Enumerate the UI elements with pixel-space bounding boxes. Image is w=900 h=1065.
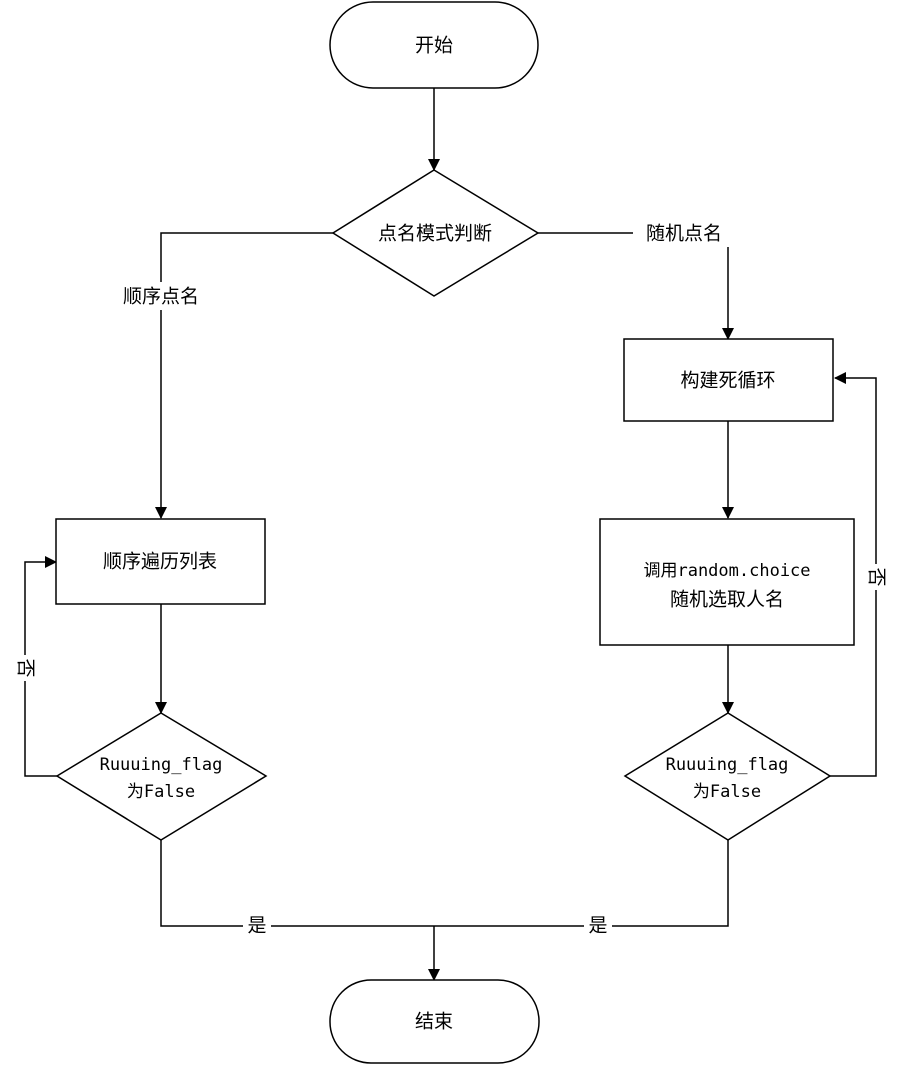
random-check-node <box>623 712 832 841</box>
end-node <box>329 979 540 1064</box>
left-yes-label: 是 <box>247 915 266 937</box>
mode-decision-node <box>331 169 540 297</box>
sequential-loop-node <box>55 518 266 605</box>
left-no-label: 否 <box>15 658 37 677</box>
sequential-branch-label: 顺序点名 <box>123 286 199 308</box>
random-choice-label-line2: 随机选取人名 <box>670 589 784 611</box>
start-node <box>329 1 539 89</box>
random-check-label-line1: Ruuuing_flag <box>666 755 789 775</box>
right-no-label-bg <box>865 564 887 590</box>
start-node-label: 开始 <box>415 35 453 57</box>
sequential-check-label-line2: 为False <box>127 782 195 802</box>
random-branch-label: 随机点名 <box>646 223 722 245</box>
edge-random-check-yes <box>434 840 729 927</box>
random-choice-node <box>599 518 855 646</box>
edge-decision-to-build-loop <box>538 232 734 340</box>
right-yes-label-bg <box>584 914 612 938</box>
left-yes-label-bg <box>243 914 271 938</box>
sequential-loop-label: 顺序遍历列表 <box>103 551 217 573</box>
end-node-label: 结束 <box>415 1011 453 1033</box>
build-loop-node <box>623 338 834 422</box>
random-check-label-line2: 为False <box>693 782 761 802</box>
mode-decision-label: 点名模式判断 <box>378 223 492 245</box>
sequential-check-node <box>55 712 268 841</box>
sequential-branch-label-bg <box>112 282 210 310</box>
edge-decision-to-sequential <box>155 232 333 519</box>
random-branch-label-bg <box>633 219 735 247</box>
right-no-label: 否 <box>866 567 888 586</box>
right-yes-label: 是 <box>588 915 607 937</box>
build-loop-label: 构建死循环 <box>680 370 775 392</box>
random-choice-label-line1: 调用random.choice <box>643 561 810 581</box>
sequential-check-label-line1: Ruuuing_flag <box>100 755 223 775</box>
left-no-label-bg <box>14 655 36 681</box>
edge-sequential-check-yes <box>160 840 434 927</box>
